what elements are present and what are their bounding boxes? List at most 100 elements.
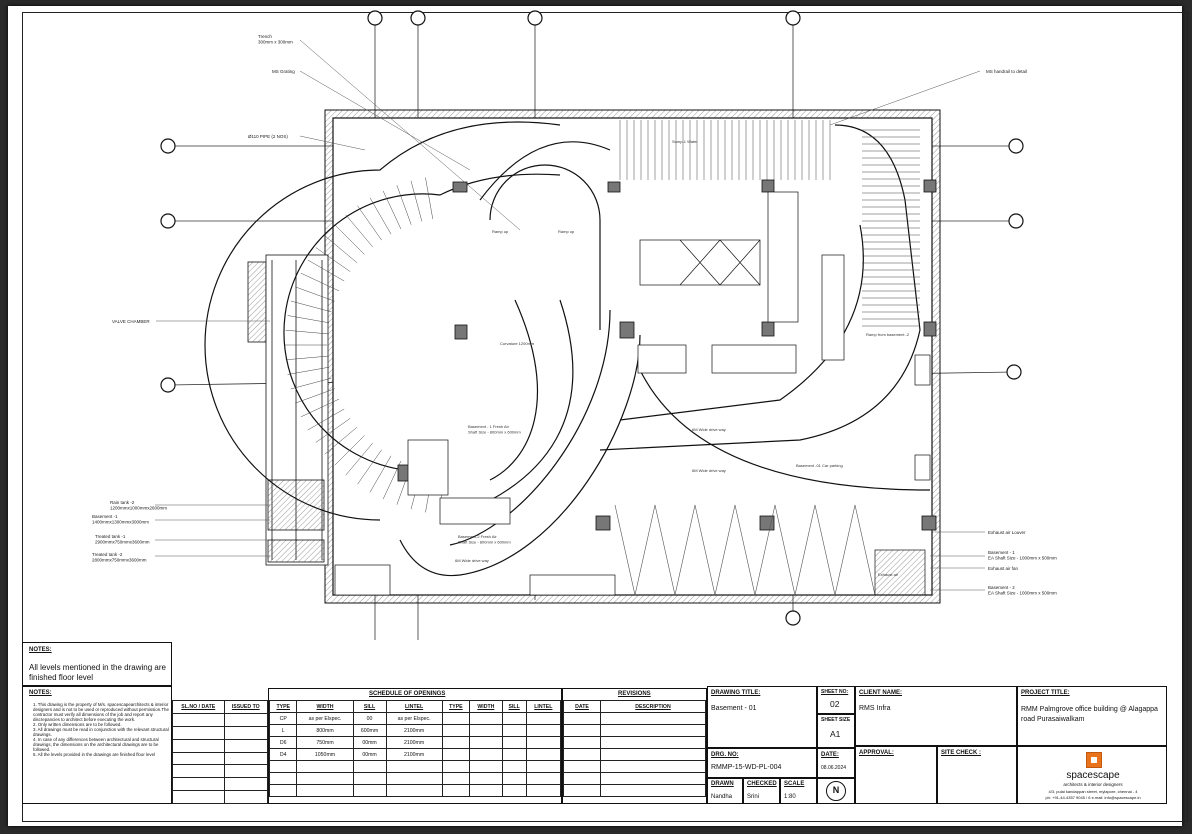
notes-list: 1. This drawing is the property of M/s. … [27,702,173,757]
label-ramp-from-basement: Ramp from basement -2 [866,332,910,337]
schedule-cell [525,712,562,725]
notes-top-heading: NOTES: [29,647,52,653]
label-ramp-up-2: Ramp up [558,229,575,234]
schedule-cell: 2100mm [385,748,443,761]
schedule-cell: as per Elspec. [296,712,354,725]
schedule-header: WIDTH [296,700,354,713]
label-exhaust-louver: Exhaust air Louver [988,530,1026,535]
schedule-cell: D4 [268,748,298,761]
schedule-cell [469,724,503,737]
revision-header: DESCRIPTION [600,700,706,713]
schedule-title: SCHEDULE OF OPENINGS [369,691,446,697]
schedule-header: WIDTH [469,700,503,713]
sheet-no-box: SHEET NO: 02 [817,686,855,714]
sheet-no-label: SHEET NO: [821,689,849,695]
label-valve-chamber: VALVE CHAMBER [112,319,150,324]
tank-area [247,254,329,566]
revision-header: DATE [563,700,601,713]
title-block: NOTES: All levels mentioned in the drawi… [22,640,1167,804]
schedule-cell [441,724,471,737]
schedule-header: LINTEL [385,700,443,713]
client-box: CLIENT NAME: RMS Infra [855,686,1017,746]
label-pipe: Ø110 PIPE (2 NOS) [248,134,288,139]
label-drive-way-3: 6M Wide drive way [455,558,489,563]
leader-lines [155,39,985,591]
label-ms-handrail: MS handrail to detail [986,69,1027,74]
issue-header: SL.NO / DATE [172,700,225,714]
schedule-cell [501,748,527,761]
schedule-header: TYPE [441,700,471,713]
date-box: DATE: 08.06.2024 [817,748,855,778]
parking-bays [334,191,931,596]
date: 08.06.2024 [821,765,847,771]
label-ms-grating: MS Grating [272,69,295,74]
firm-name: spacescape [1066,770,1120,781]
firm-contact: ph: +91-44-4357 9045 / 6 e.mail: info@sp… [1045,795,1141,800]
schedule-header: TYPE [268,700,298,713]
notes-top-text: All levels mentioned in the drawing are … [29,663,166,682]
north-box: N [817,778,855,804]
scale-box: SCALE 1:80 [780,778,817,804]
schedule-cell: 2100mm [385,736,443,749]
notes-box: NOTES: 1. This drawing is the property o… [22,686,172,804]
label-drive-way-2: 6M Wide drive way [692,468,726,473]
schedule-cell: 600mm [352,724,387,737]
note-item: 1. This drawing is the property of M/s. … [33,702,169,722]
sheet-size: A1 [830,729,841,739]
schedule-cell [525,724,562,737]
schedule-header: LINTEL [525,700,562,713]
drawn-label: DRAWN [711,781,734,787]
schedule-cell: 00 [352,712,387,725]
schedule-cell [441,712,471,725]
sheet-size-label: SHEET SIZE [821,717,851,723]
drawing-title: Basement - 01 [711,705,757,712]
schedule-header: SILL [501,700,527,713]
label-sump: Sump-1 Water [672,139,698,144]
schedule-header: SILL [352,700,387,713]
drawing-title-label: DRAWING TITLE: [711,690,761,696]
building-outline [324,109,941,604]
site-check-label: SITE CHECK : [941,750,982,756]
site-check-box: SITE CHECK : [937,746,1017,804]
schedule-cell: L [268,724,298,737]
schedule-cell [525,736,562,749]
sheet-size-box: SHEET SIZE A1 [817,714,855,748]
schedule-cell [501,736,527,749]
label-curvature: Curvature 1200mm [500,341,535,346]
label-exhaust-air: Exhaust air [878,572,899,577]
scale-label: SCALE [784,781,805,787]
approval-box: APPROVAL: [855,746,937,804]
label-drive-way-1: 6M Wide drive way [692,427,726,432]
firm-tagline: architects & interior designers [1063,782,1123,787]
schedule-cell: 2100mm [385,724,443,737]
note-item: 2. Only written dimensions are to be fol… [33,722,122,727]
schedule-cell: 1050mm [296,748,354,761]
firm-box: spacescape architects & interior designe… [1017,746,1167,804]
schedule-cell [469,736,503,749]
client-name: RMS Infra [859,705,891,712]
schedule-cell [441,748,471,761]
project-box: PROJECT TITLE: RMM Palmgrove office buil… [1017,686,1167,746]
schedule-cell: 750mm [296,736,354,749]
checked-box: CHECKED Srini [743,778,780,804]
sheet-border [22,12,1188,822]
checked: Srini [747,794,760,800]
schedule-cell [501,724,527,737]
drg-no: RMMP-15-WD-PL-004 [711,764,782,771]
approval-label: APPROVAL: [859,750,894,756]
firm-address: 4/3, pulai kandappan street, mylapore, c… [1048,789,1138,794]
drg-no-label: DRG. NO: [711,752,739,758]
project-title: RMM Palmgrove office building @ Alagappa… [1021,706,1158,723]
schedule-cell [469,748,503,761]
